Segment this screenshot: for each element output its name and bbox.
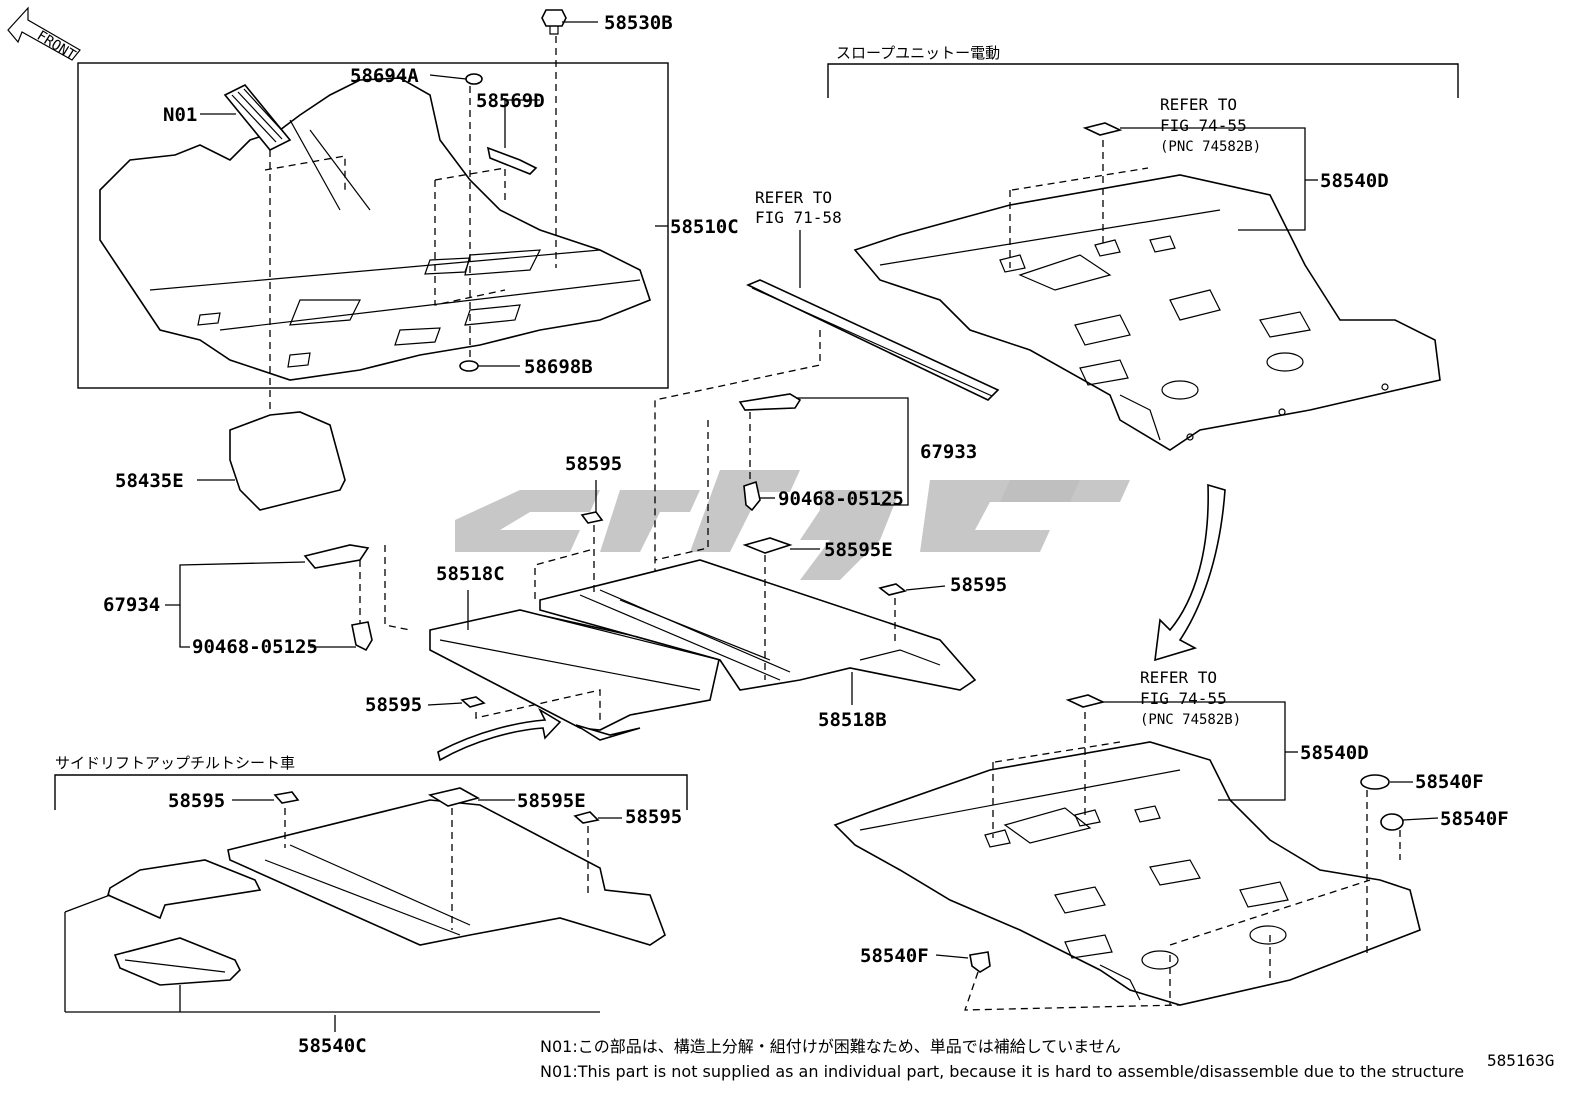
pad-refer-a <box>1082 122 1123 136</box>
callout-58518B[interactable]: 58518B <box>818 709 887 731</box>
cover-piece-58540C-a <box>107 859 262 920</box>
callouts: 58530B 58694A 58569D N01 58510C 58698B 5… <box>103 12 1509 1057</box>
pad-58595-a <box>580 511 604 524</box>
callout-58540D-a[interactable]: 58540D <box>1320 170 1389 192</box>
floor-carpet-58510C <box>99 77 651 381</box>
front-label: FRONT <box>34 28 79 64</box>
svg-text:(PNC 74582B): (PNC 74582B) <box>1160 139 1261 155</box>
plug-58540F-c <box>969 951 991 973</box>
watermark-logo <box>455 470 1130 580</box>
bracket-67934 <box>303 544 370 569</box>
sill-rail <box>746 279 1000 401</box>
group-bracket-slope <box>827 63 1459 98</box>
pad-58595E-b <box>427 787 481 807</box>
bracket-67933 <box>738 393 802 411</box>
leader-lines <box>64 21 1439 1032</box>
callout-58540F-a[interactable]: 58540F <box>1415 771 1484 793</box>
callout-58530B[interactable]: 58530B <box>604 12 673 34</box>
grommet-58694A <box>465 73 483 85</box>
footnote-en: N01:This part is not supplied as an indi… <box>540 1062 1464 1081</box>
floor-cover-58540D-upper <box>853 174 1441 451</box>
callout-58510C[interactable]: 58510C <box>670 216 739 238</box>
plug-58540F-a <box>1360 774 1390 790</box>
curved-arrow-icon <box>437 707 562 762</box>
callout-58595-e[interactable]: 58595 <box>625 806 682 828</box>
svg-text:REFER TO: REFER TO <box>755 188 832 207</box>
pad-58569D <box>486 146 538 175</box>
floor-board-58518B <box>539 559 977 691</box>
callout-90468-05125-b[interactable]: 90468-05125 <box>192 636 318 658</box>
svg-text:FIG 74-55: FIG 74-55 <box>1160 116 1247 135</box>
svg-text:FIG 71-58: FIG 71-58 <box>755 208 842 227</box>
callout-58595-a[interactable]: 58595 <box>565 453 622 475</box>
floor-board-58540C <box>227 799 666 946</box>
plug-58540F-b <box>1380 813 1404 831</box>
clip-90468-05125-b <box>351 621 373 652</box>
figure-id: 585163G <box>1487 1051 1554 1070</box>
front-arrow-icon: FRONT <box>7 6 81 64</box>
curved-arrow-icon <box>1154 483 1226 662</box>
callout-90468-05125-a[interactable]: 90468-05125 <box>778 488 904 510</box>
pad-58595-d <box>273 791 300 804</box>
callout-58540C[interactable]: 58540C <box>298 1035 367 1057</box>
silencer-58435E <box>229 411 346 511</box>
callout-58518C[interactable]: 58518C <box>436 563 505 585</box>
refer-note-71-58: REFER TO FIG 71-58 <box>755 188 842 227</box>
pad-58595-b <box>878 583 907 596</box>
callout-N01[interactable]: N01 <box>163 104 197 126</box>
pad-58595-e <box>573 811 600 824</box>
callout-58540F-b[interactable]: 58540F <box>1440 808 1509 830</box>
callout-58595-b[interactable]: 58595 <box>950 574 1007 596</box>
refer-note-74-55-b: REFER TO FIG 74-55 (PNC 74582B) <box>1140 668 1241 728</box>
pad-58595E-a <box>742 537 793 554</box>
pad-58595-c <box>460 696 486 708</box>
svg-text:FIG 74-55: FIG 74-55 <box>1140 689 1227 708</box>
callout-58595-d[interactable]: 58595 <box>168 790 225 812</box>
section-label-slope-unit: スロープユニットー電動 <box>836 44 1000 62</box>
clip-58530B <box>541 9 567 35</box>
callout-67934[interactable]: 67934 <box>103 594 160 616</box>
cover-piece-58540C-b <box>113 937 241 986</box>
accel-pedal-pad-N01 <box>223 83 292 152</box>
callout-58698B[interactable]: 58698B <box>524 356 593 378</box>
footnote-jp: N01:この部品は、構造上分解・組付けが困難なため、単品では補給していません <box>540 1037 1121 1056</box>
pad-refer-b <box>1065 694 1106 708</box>
section-label-side-lift: サイドリフトアップチルトシート車 <box>55 754 295 772</box>
clip-58698B <box>459 360 479 372</box>
clip-90468-05125-a <box>743 480 761 512</box>
callout-58569D[interactable]: 58569D <box>476 90 545 112</box>
callout-58595-c[interactable]: 58595 <box>365 694 422 716</box>
callout-58540F-c[interactable]: 58540F <box>860 945 929 967</box>
callout-58694A[interactable]: 58694A <box>350 65 419 87</box>
refer-note-74-55-a: REFER TO FIG 74-55 (PNC 74582B) <box>1160 95 1261 155</box>
callout-58540D-b[interactable]: 58540D <box>1300 742 1369 764</box>
svg-text:(PNC 74582B): (PNC 74582B) <box>1140 712 1241 728</box>
callout-58595E-a[interactable]: 58595E <box>824 539 893 561</box>
svg-text:REFER TO: REFER TO <box>1160 95 1237 114</box>
callout-58595E-b[interactable]: 58595E <box>517 790 586 812</box>
svg-text:REFER TO: REFER TO <box>1140 668 1217 687</box>
callout-58435E[interactable]: 58435E <box>115 470 184 492</box>
callout-67933[interactable]: 67933 <box>920 441 977 463</box>
group-bracket-side-lift <box>54 774 688 810</box>
floor-cover-58540D-lower <box>833 741 1421 1006</box>
